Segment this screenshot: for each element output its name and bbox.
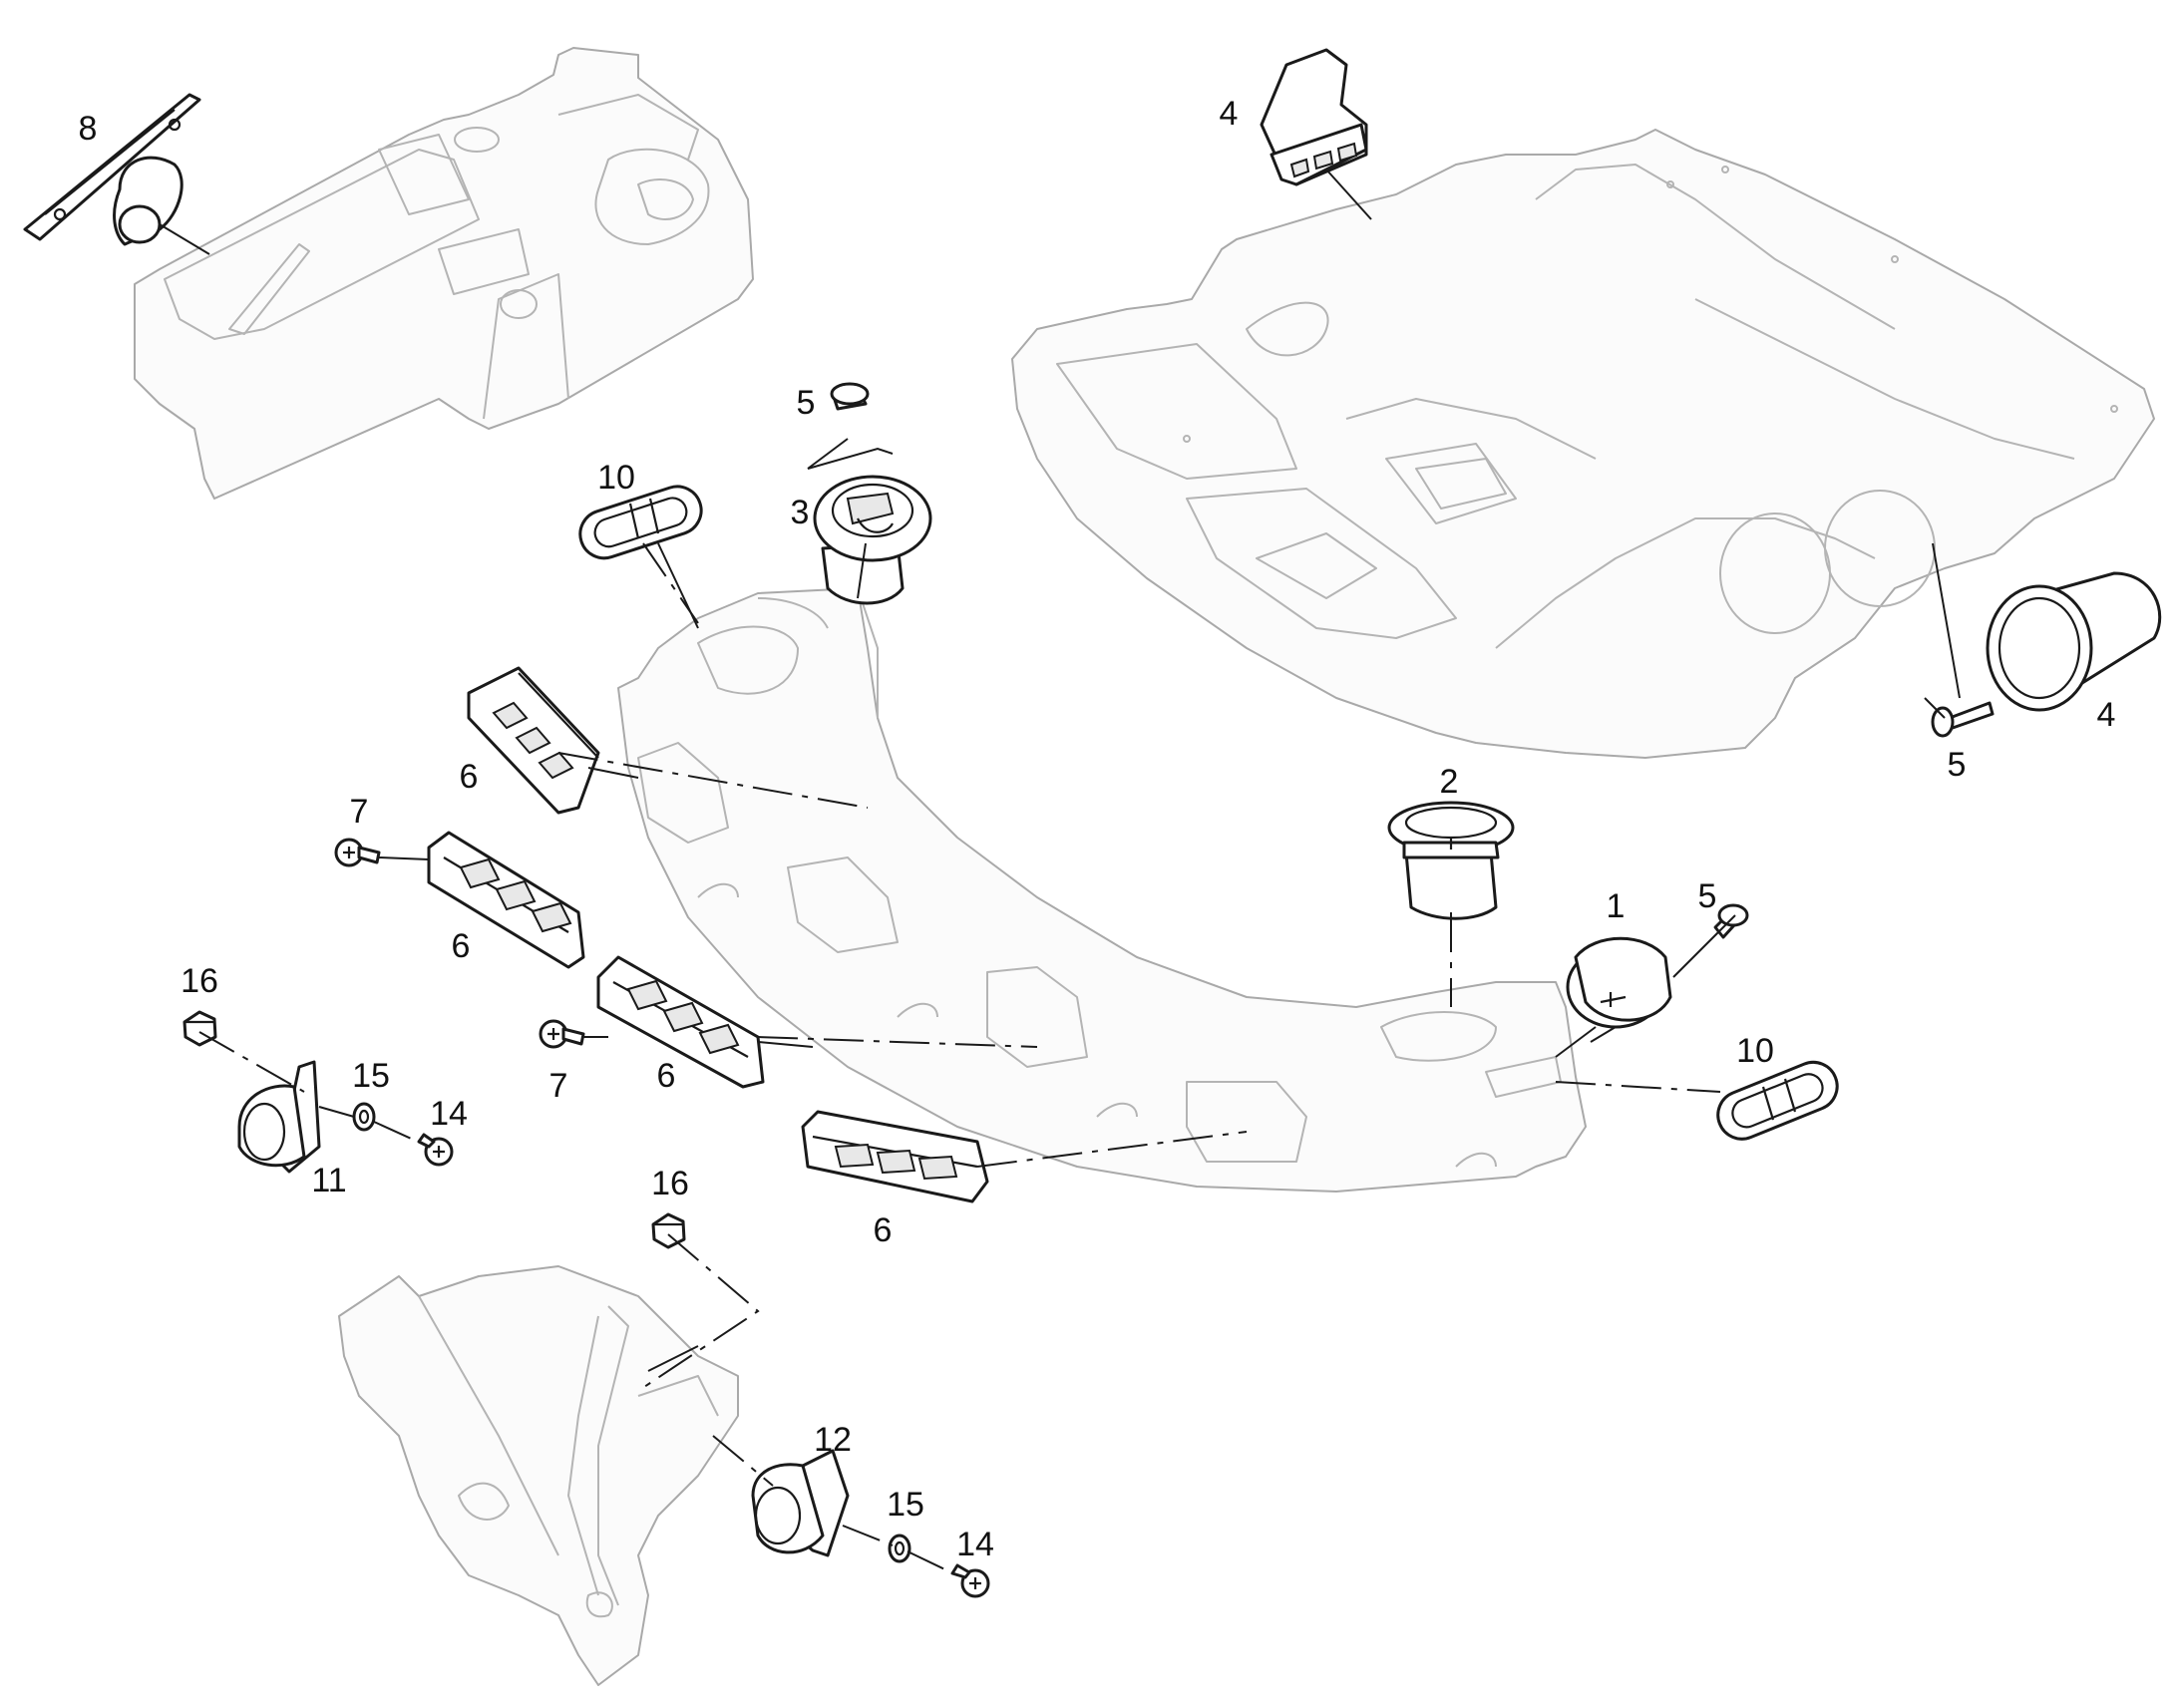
leader-lines bbox=[159, 169, 1961, 1372]
round-vent-part-2 bbox=[1387, 801, 1515, 920]
callout-labels: 1 2 3 4 4 5 5 5 6 6 6 6 7 7 8 10 10 11 1… bbox=[79, 95, 2116, 1563]
callout-12: 12 bbox=[814, 1421, 852, 1459]
screw-part-7-lower bbox=[539, 1019, 585, 1049]
screw-part-5-mid bbox=[1713, 903, 1749, 939]
screw-part-5-right bbox=[1931, 701, 1995, 738]
callout-15-upper: 15 bbox=[352, 1057, 390, 1095]
callout-14-lower: 14 bbox=[956, 1526, 994, 1563]
pillar-trim-assembly bbox=[338, 1265, 739, 1686]
screw-part-14-upper bbox=[417, 1133, 454, 1167]
gasket-part-10a bbox=[578, 485, 703, 560]
callout-4-top: 4 bbox=[1220, 95, 1239, 133]
vent-grille-part-6c bbox=[596, 955, 765, 1089]
callout-1: 1 bbox=[1607, 887, 1626, 925]
center-lines bbox=[198, 542, 1721, 1576]
vent-pod-part-12 bbox=[751, 1449, 850, 1557]
callout-10-upper: 10 bbox=[597, 459, 635, 497]
callout-16-upper: 16 bbox=[181, 962, 218, 1000]
console-vent-plate-part bbox=[23, 93, 201, 246]
nut-part-16-lower bbox=[651, 1212, 686, 1249]
callout-5-top: 5 bbox=[797, 384, 816, 422]
nut-icon bbox=[182, 1010, 217, 1047]
roof-headliner-assembly bbox=[1011, 129, 2155, 759]
callout-5-mid: 5 bbox=[1698, 877, 1717, 915]
callout-7-upper: 7 bbox=[350, 793, 369, 831]
callout-6a: 6 bbox=[460, 758, 479, 796]
round-vent-part-1 bbox=[1566, 936, 1672, 1029]
callout-11: 11 bbox=[311, 1162, 346, 1199]
callout-15-lower: 15 bbox=[887, 1486, 924, 1524]
callout-10-right: 10 bbox=[1736, 1032, 1774, 1070]
gasket-icon bbox=[578, 485, 703, 560]
callout-2: 2 bbox=[1440, 763, 1459, 801]
callout-7-lower: 7 bbox=[549, 1067, 568, 1105]
screw-part-14-lower bbox=[950, 1563, 990, 1598]
screw-part-5-top bbox=[830, 382, 870, 411]
callout-8: 8 bbox=[79, 110, 98, 148]
callout-3: 3 bbox=[791, 494, 810, 531]
callout-4-right: 4 bbox=[2097, 696, 2116, 734]
callout-6d: 6 bbox=[874, 1211, 893, 1249]
callout-14-upper: 14 bbox=[430, 1095, 468, 1133]
callout-6c: 6 bbox=[657, 1057, 676, 1095]
washer-part-15-lower bbox=[888, 1534, 911, 1563]
washer-part-15-upper bbox=[352, 1102, 376, 1132]
callout-16-lower: 16 bbox=[651, 1165, 689, 1202]
air-duct-elbow-top-part bbox=[1260, 48, 1368, 186]
washer-icon bbox=[352, 1102, 376, 1132]
callout-5-right: 5 bbox=[1948, 746, 1967, 784]
air-duct-elbow-right-part bbox=[1986, 571, 2162, 712]
vent-grille-part-6b bbox=[427, 831, 585, 969]
vent-grille-part-6d bbox=[801, 1110, 989, 1203]
vent-grille-part-6a bbox=[467, 666, 600, 815]
callout-6b: 6 bbox=[452, 927, 471, 965]
vent-pod-part-11 bbox=[237, 1060, 321, 1174]
screw-icon bbox=[830, 382, 870, 406]
center-console-assembly bbox=[134, 47, 754, 500]
gasket-part-10b bbox=[1716, 1060, 1839, 1141]
nut-part-16-upper bbox=[182, 1010, 217, 1047]
screw-part-7-upper bbox=[334, 838, 381, 867]
round-vent-part-3 bbox=[813, 475, 932, 605]
